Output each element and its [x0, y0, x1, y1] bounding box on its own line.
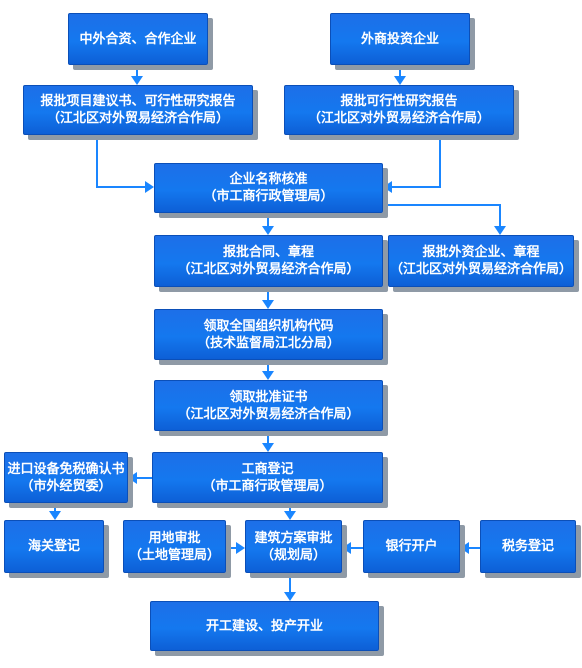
node-label: 开工建设、投产开业 — [205, 618, 323, 634]
node-foreign-enterprise: 外商投资企业 — [330, 13, 470, 65]
node-label: 报批项目建议书、可行性研究报告 — [40, 94, 236, 109]
arrow-cert-to-biz — [262, 431, 274, 452]
node-business-registration: 工商登记 （市工商行政管理局） — [152, 452, 383, 503]
node-bank-account: 银行开户 — [363, 520, 460, 573]
node-foreign-contract-approval: 报批外资企业、章程 （江北区对外贸易经济合作局） — [388, 235, 574, 287]
arrow-jv-to-proj — [131, 65, 143, 85]
arrow-name-to-contract — [262, 213, 274, 235]
arrow-contract-to-orgcode — [262, 287, 274, 309]
node-label: 海关登记 — [27, 539, 80, 554]
arrow-biz-to-import — [128, 472, 152, 484]
arrow-bank-to-build — [342, 542, 363, 554]
arrow-tax-to-bank — [460, 542, 480, 554]
node-label: 报批外资企业、章程 — [422, 245, 540, 260]
node-label: 进口设备免税确认书 — [7, 461, 125, 477]
node-import-tax-exemption: 进口设备免税确认书 （市外经贸委） — [4, 452, 128, 503]
node-label: 报批合同、章程 — [222, 245, 314, 260]
node-label: 建筑方案审批 — [254, 530, 333, 546]
node-label: 企业名称核准 — [229, 172, 308, 187]
node-contract-approval: 报批合同、章程 （江北区对外贸易经济合作局） — [154, 235, 383, 287]
node-label: 领取批准证书 — [229, 389, 308, 405]
node-label: 税务登记 — [501, 539, 554, 554]
node-start-operation: 开工建设、投产开业 — [150, 601, 379, 651]
arrow-land-to-build — [226, 542, 245, 554]
node-name-approval: 企业名称核准 （市工商行政管理局） — [154, 163, 383, 213]
node-project-proposal: 报批项目建议书、可行性研究报告 （江北区对外贸易经济合作局） — [23, 85, 253, 135]
node-label: 用地审批 — [148, 530, 201, 546]
arrow-feas-to-name — [383, 135, 441, 193]
node-sublabel: （市工商行政管理局） — [202, 478, 333, 494]
arrow-proj-to-name — [96, 135, 154, 193]
node-sublabel: （技术监督局江北分局） — [196, 335, 340, 351]
node-sublabel: （市外经贸委） — [20, 478, 112, 494]
node-label: 工商登记 — [241, 461, 294, 477]
node-feasibility-report: 报批可行性研究报告 （江北区对外贸易经济合作局） — [284, 85, 514, 135]
node-approval-certificate: 领取批准证书 （江北区对外贸易经济合作局） — [154, 380, 383, 431]
node-customs-registration: 海关登记 — [4, 520, 104, 573]
arrow-build-to-start — [284, 573, 296, 601]
arrow-name-to-fcontract — [383, 204, 506, 235]
arrow-import-to-customs — [49, 503, 61, 520]
node-label: 外商投资企业 — [360, 31, 439, 47]
node-org-code: 领取全国组织机构代码 （技术监督局江北分局） — [154, 309, 383, 360]
node-sublabel: （规划局） — [260, 547, 326, 563]
node-sublabel: （江北区对外贸易经济合作局） — [46, 111, 229, 126]
node-jv-enterprise: 中外合资、合作企业 — [68, 13, 208, 65]
node-label: 领取全国组织机构代码 — [203, 318, 334, 334]
node-sublabel: （江北区对外贸易经济合作局） — [307, 111, 490, 126]
node-tax-registration: 税务登记 — [480, 520, 576, 573]
node-sublabel: （江北区对外贸易经济合作局） — [177, 406, 360, 422]
node-sublabel: （江北区对外贸易经济合作局） — [177, 262, 360, 277]
node-sublabel: （江北区对外贸易经济合作局） — [389, 262, 572, 277]
node-label: 报批可行性研究报告 — [340, 94, 458, 109]
node-building-plan-approval: 建筑方案审批 （规划局） — [245, 520, 342, 573]
node-sublabel: （土地管理局） — [128, 547, 220, 563]
node-land-approval: 用地审批 （土地管理局） — [123, 520, 226, 573]
arrow-foreign-to-feas — [394, 65, 406, 85]
node-label: 中外合资、合作企业 — [79, 31, 197, 47]
arrow-biz-to-build — [284, 503, 296, 520]
node-sublabel: （市工商行政管理局） — [203, 189, 334, 204]
arrow-orgcode-to-cert — [262, 360, 274, 380]
node-label: 银行开户 — [385, 539, 438, 554]
